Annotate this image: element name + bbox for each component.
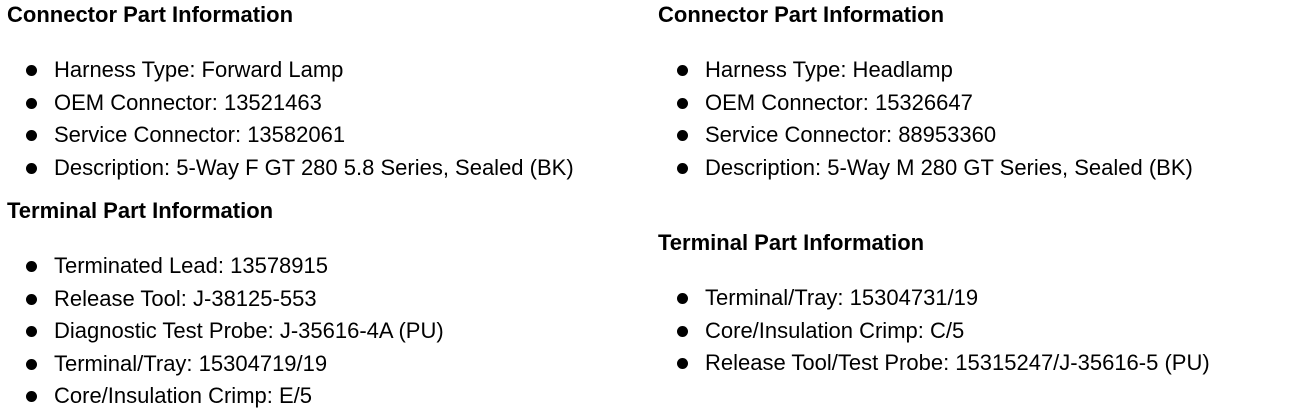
item-text: Core/Insulation Crimp: C/5 (705, 317, 965, 343)
item-text: Harness Type: Forward Lamp (54, 57, 344, 82)
item-text: Release Tool: J-38125-553 (54, 285, 317, 311)
list-item: Service Connector: 13582061 (7, 122, 574, 155)
list-item: Harness Type: Forward Lamp (7, 57, 574, 90)
list-item: Release Tool: J-38125-553 (7, 286, 444, 319)
list-item: Harness Type: Headlamp (658, 57, 1193, 90)
item-text: Harness Type: Headlamp (705, 57, 953, 82)
list-item: Terminal/Tray: 15304719/19 (7, 351, 444, 384)
item-text: Service Connector: 13582061 (54, 122, 346, 147)
list-item: Diagnostic Test Probe: J-35616-4A (PU) (7, 318, 444, 351)
bullet-icon (26, 65, 37, 76)
bullet-icon (26, 358, 37, 370)
bullet-icon (26, 326, 37, 337)
bullet-icon (677, 97, 688, 109)
connector-heading: Connector Part Information (658, 2, 945, 27)
list-item: Terminal/Tray: 15304731/19 (658, 285, 1210, 318)
item-text: OEM Connector: 13521463 (54, 89, 322, 115)
list-item: Core/Insulation Crimp: C/5 (658, 318, 1210, 351)
item-text: Diagnostic Test Probe: J-35616-4A (PU) (54, 318, 444, 343)
connector-info-list: Harness Type: Headlamp OEM Connector: 15… (658, 57, 1193, 187)
terminal-heading: Terminal Part Information (658, 230, 925, 255)
item-text: Description: 5-Way M 280 GT Series, Seal… (705, 154, 1193, 180)
item-text: Terminal/Tray: 15304719/19 (54, 350, 328, 376)
bullet-icon (677, 358, 688, 369)
terminal-info-list: Terminated Lead: 13578915 Release Tool: … (7, 253, 444, 416)
list-item: Service Connector: 88953360 (658, 122, 1193, 155)
list-item: Terminated Lead: 13578915 (7, 253, 444, 286)
bullet-icon (677, 325, 688, 337)
connector-heading: Connector Part Information (7, 2, 294, 27)
item-text: Release Tool/Test Probe: 15315247/J-3561… (705, 350, 1210, 375)
bullet-icon (677, 293, 688, 304)
bullet-icon (26, 391, 37, 402)
list-item: OEM Connector: 15326647 (658, 90, 1193, 123)
connector-info-list: Harness Type: Forward Lamp OEM Connector… (7, 57, 574, 187)
terminal-info-list: Terminal/Tray: 15304731/19 Core/Insulati… (658, 285, 1210, 383)
bullet-icon (677, 130, 688, 141)
item-text: Description: 5-Way F GT 280 5.8 Series, … (54, 154, 574, 180)
list-item: Description: 5-Way M 280 GT Series, Seal… (658, 155, 1193, 188)
bullet-icon (26, 97, 37, 109)
bullet-icon (677, 65, 688, 76)
list-item: Release Tool/Test Probe: 15315247/J-3561… (658, 350, 1210, 383)
bullet-icon (26, 293, 37, 305)
bullet-icon (26, 261, 37, 272)
bullet-icon (26, 162, 37, 174)
item-text: OEM Connector: 15326647 (705, 89, 973, 115)
list-item: Core/Insulation Crimp: E/5 (7, 383, 444, 416)
list-item: Description: 5-Way F GT 280 5.8 Series, … (7, 155, 574, 188)
bullet-icon (677, 162, 688, 174)
bullet-icon (26, 130, 37, 141)
item-text: Core/Insulation Crimp: E/5 (54, 383, 312, 408)
item-text: Terminal/Tray: 15304731/19 (705, 285, 979, 310)
item-text: Service Connector: 88953360 (705, 122, 997, 147)
terminal-heading: Terminal Part Information (7, 198, 274, 223)
item-text: Terminated Lead: 13578915 (54, 253, 328, 278)
list-item: OEM Connector: 13521463 (7, 90, 574, 123)
